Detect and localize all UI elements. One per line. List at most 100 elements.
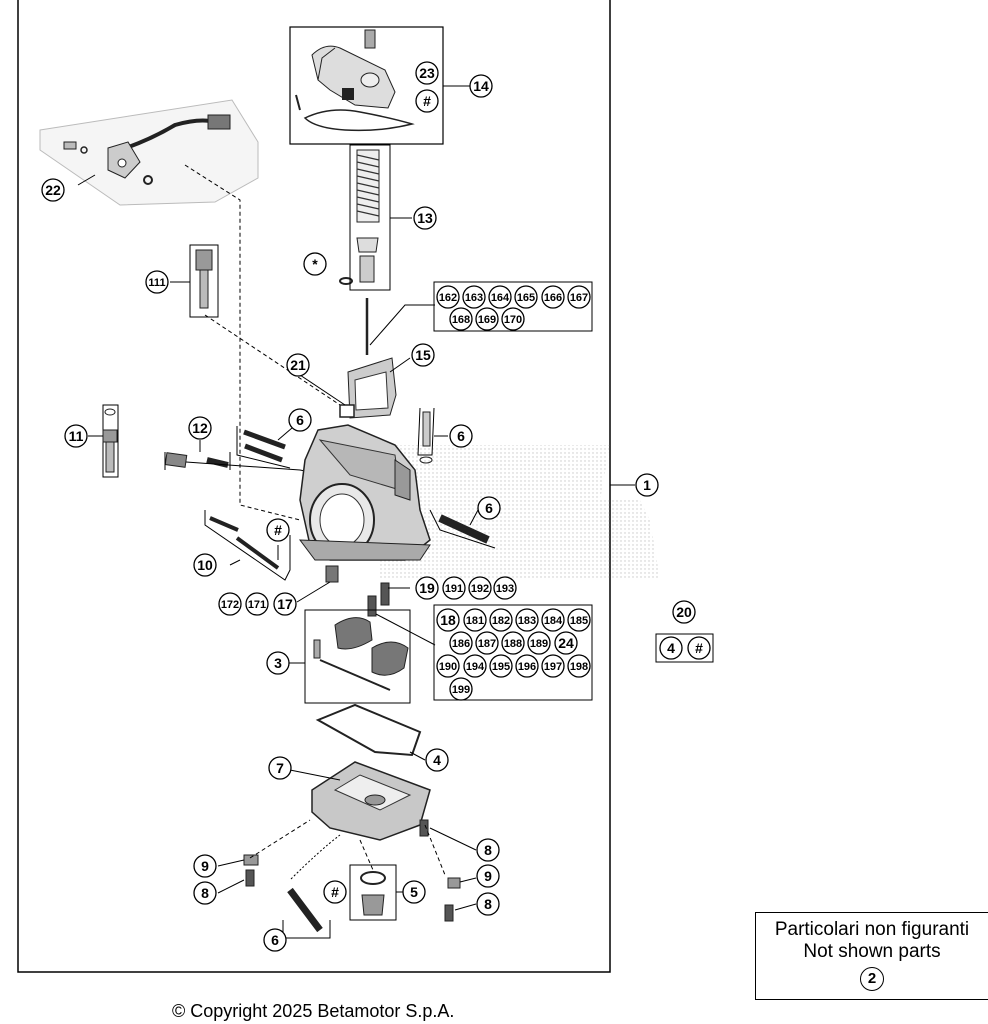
callout-label-c19: 19 (419, 580, 435, 596)
callout-label-c171: 171 (248, 599, 266, 611)
callout-c7: 7 (268, 756, 292, 780)
jets-box-18 (433, 604, 593, 701)
float-part (304, 609, 411, 704)
callout-label-hash: # (331, 884, 339, 900)
callout-hash: # (415, 89, 439, 113)
callout-c1: 1 (635, 473, 659, 497)
callout-c6: 6 (263, 928, 287, 952)
screw-12-part (164, 452, 231, 470)
callout-c12: 12 (188, 416, 212, 440)
callout-label-c7: 7 (276, 760, 284, 776)
callout-label-jet-192: 192 (471, 583, 489, 595)
callout-c20: 20 (672, 600, 696, 624)
callout-label-star: * (312, 256, 318, 272)
callout-label-c23: 23 (419, 65, 435, 81)
pin-6a-part (236, 426, 291, 469)
callout-label-hash: # (423, 93, 431, 109)
callout-c17: 17 (273, 592, 297, 616)
callout-jet-184: 184 (541, 608, 565, 632)
callout-label-c111: 111 (148, 277, 165, 289)
callout-c172: 172 (218, 592, 242, 616)
callout-label-jet-187: 187 (478, 638, 496, 650)
callout-label-jet-182: 182 (492, 615, 510, 627)
bottom-parts (243, 819, 461, 939)
callout-jet-167: 167 (567, 285, 591, 309)
callout-c14: 14 (469, 74, 493, 98)
callout-c18: 18 (436, 608, 460, 632)
callout-jet-198: 198 (567, 654, 591, 678)
callout-star: * (303, 252, 327, 276)
callout-c10: 10 (193, 553, 217, 577)
callout-jet-164: 164 (488, 285, 512, 309)
callout-label-jet-163: 163 (465, 292, 483, 304)
callout-label-c4: 4 (667, 640, 675, 656)
sensor-cable-part (39, 99, 259, 206)
callout-label-jet-191: 191 (445, 583, 463, 595)
gasket-part (315, 703, 422, 757)
callout-c9: 9 (193, 854, 217, 878)
callout-label-c13: 13 (417, 210, 433, 226)
callout-jet-195: 195 (489, 654, 513, 678)
callout-c4: 4 (425, 748, 449, 772)
slide-part (347, 357, 397, 419)
callout-c5: 5 (402, 880, 426, 904)
callout-c6: 6 (288, 408, 312, 432)
callout-label-c3: 3 (274, 655, 282, 671)
callout-jet-185: 185 (567, 608, 591, 632)
not-shown-label-en: Not shown parts (803, 941, 941, 962)
callout-c6: 6 (477, 496, 501, 520)
pin-6b-part (417, 407, 435, 464)
callout-label-jet-166: 166 (544, 292, 562, 304)
callout-jet-197: 197 (541, 654, 565, 678)
callout-label-hash: # (274, 522, 282, 538)
callout-jet-168: 168 (449, 307, 473, 331)
callout-label-jet-196: 196 (518, 661, 536, 673)
callout-label-jet-197: 197 (544, 661, 562, 673)
not-shown-label-it: Particolari non figuranti (774, 919, 970, 940)
screw-111-part (189, 244, 219, 318)
callout-label-jet-194: 194 (466, 661, 485, 673)
watermark (380, 445, 660, 580)
callout-label-jet-185: 185 (570, 615, 588, 627)
callout-c4: 4 (659, 636, 683, 660)
callout-label-c6: 6 (271, 932, 279, 948)
callout-label-c5: 5 (410, 884, 418, 900)
not-shown-parts-box: Particolari non figuranti Not shown part… (755, 912, 988, 1000)
callout-jet-162: 162 (436, 285, 460, 309)
screw-11-part (102, 404, 119, 478)
callout-jet-186: 186 (449, 631, 473, 655)
callout-jet-199: 199 (449, 677, 473, 701)
callout-hash: # (687, 636, 711, 660)
callout-c22: 22 (41, 178, 65, 202)
callout-jet-163: 163 (462, 285, 486, 309)
spring-part (339, 149, 380, 285)
callout-label-c11: 11 (69, 428, 84, 444)
carburetor-body (298, 404, 431, 561)
callout-jet-191: 191 (442, 576, 466, 600)
callout-jet-165: 165 (514, 285, 538, 309)
callout-c6: 6 (449, 424, 473, 448)
callout-label-c24: 24 (558, 635, 574, 651)
callout-label-c10: 10 (197, 557, 213, 573)
callout-label-jet-181: 181 (466, 615, 484, 627)
callout-label-hash: # (695, 640, 703, 656)
callout-c8: 8 (476, 838, 500, 862)
copyright-text: © Copyright 2025 Betamotor S.p.A. (172, 1001, 455, 1021)
callout-jet-192: 192 (468, 576, 492, 600)
callout-jet-193: 193 (493, 576, 517, 600)
callout-label-c15: 15 (415, 347, 431, 363)
callouts: 11423#13*1521666121111122#10171711721934… (41, 61, 711, 952)
callout-jet-189: 189 (527, 631, 551, 655)
callout-label-c9: 9 (484, 868, 492, 884)
callout-label-c12: 12 (192, 420, 208, 436)
callout-jet-183: 183 (515, 608, 539, 632)
callout-c24: 24 (554, 631, 578, 655)
callout-label-c6: 6 (485, 500, 493, 516)
callout-label-jet-169: 169 (478, 314, 496, 326)
callout-c15: 15 (411, 343, 435, 367)
jet-parts (367, 582, 390, 617)
pin-6c-part (429, 509, 496, 549)
callout-label-c14: 14 (473, 78, 489, 94)
callout-jet-182: 182 (489, 608, 513, 632)
